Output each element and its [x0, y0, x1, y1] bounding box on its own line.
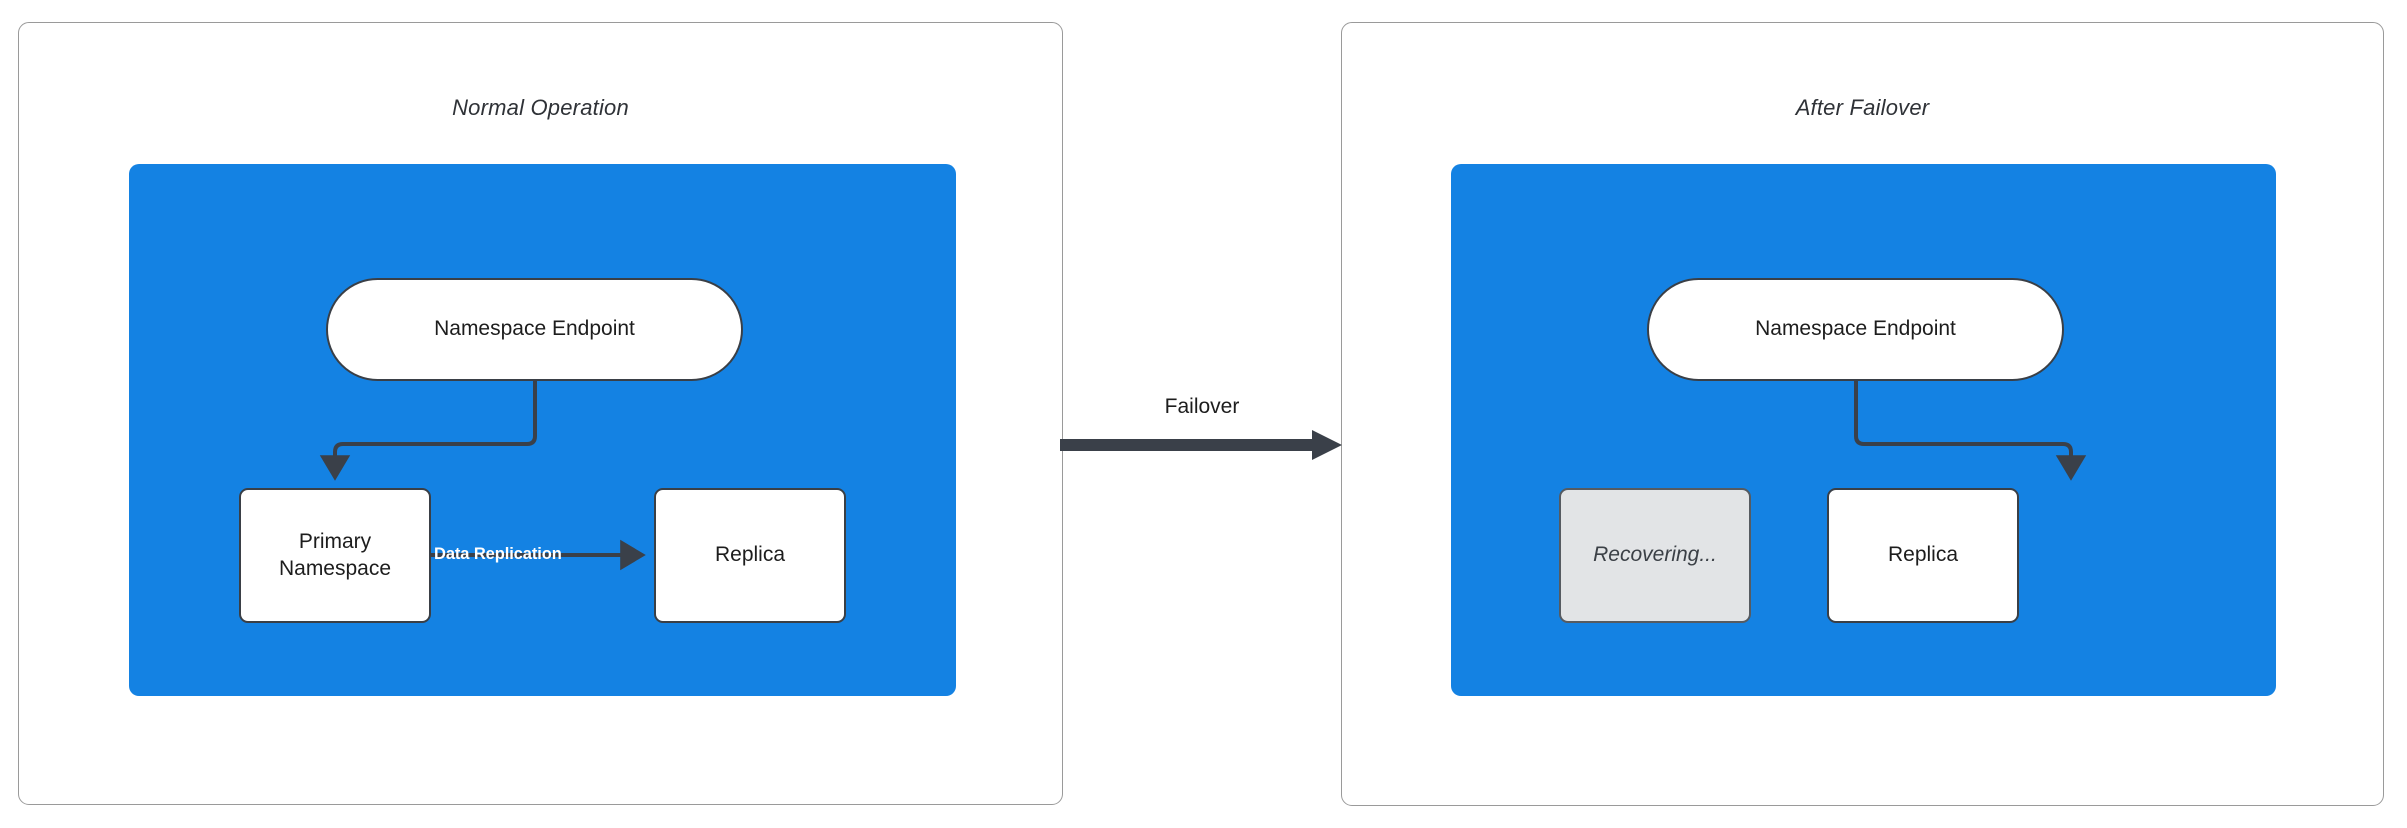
edge-label-data-replication: Data Replication: [434, 545, 562, 563]
failover-label: Failover: [1164, 395, 1240, 418]
failover-arrow-icon: [1060, 430, 1342, 460]
node-label: Namespace Endpoint: [1755, 317, 1956, 341]
node-namespace-endpoint-failover[interactable]: Namespace Endpoint: [1647, 278, 2064, 381]
node-namespace-endpoint-normal[interactable]: Namespace Endpoint: [326, 278, 743, 381]
edge-endpoint-to-primary: [319, 381, 537, 481]
panel-normal-operation: Normal Operation Data Replication: [18, 22, 1063, 805]
cluster-after-failover: Namespace Endpoint Recovering... Replica: [1451, 164, 2276, 696]
node-label-line1: Primary: [298, 530, 372, 554]
edge-endpoint-to-replica: [1854, 381, 2087, 481]
node-label: Recovering...: [1593, 543, 1717, 567]
panel-after-failover: After Failover Namespace Endpoint Recove…: [1341, 22, 2384, 806]
node-label: Namespace Endpoint: [434, 317, 635, 341]
node-label-line2: Namespace: [278, 556, 392, 580]
cluster-normal-operation: Data Replication Namespace Endpoint Prim…: [129, 164, 956, 696]
node-replica-failover[interactable]: Replica: [1827, 488, 2019, 623]
panel-title-after-failover: After Failover: [1795, 95, 1930, 120]
node-primary-namespace[interactable]: Primary Namespace: [239, 488, 431, 623]
node-recovering[interactable]: Recovering...: [1559, 488, 1751, 623]
node-label: Replica: [1887, 543, 1959, 567]
node-label: Replica: [714, 543, 786, 567]
panel-title-normal-operation: Normal Operation: [452, 95, 629, 120]
failover-transition: Failover: [1060, 395, 1344, 485]
node-replica-normal[interactable]: Replica: [654, 488, 846, 623]
node-label: Primary Namespace: [279, 529, 391, 582]
